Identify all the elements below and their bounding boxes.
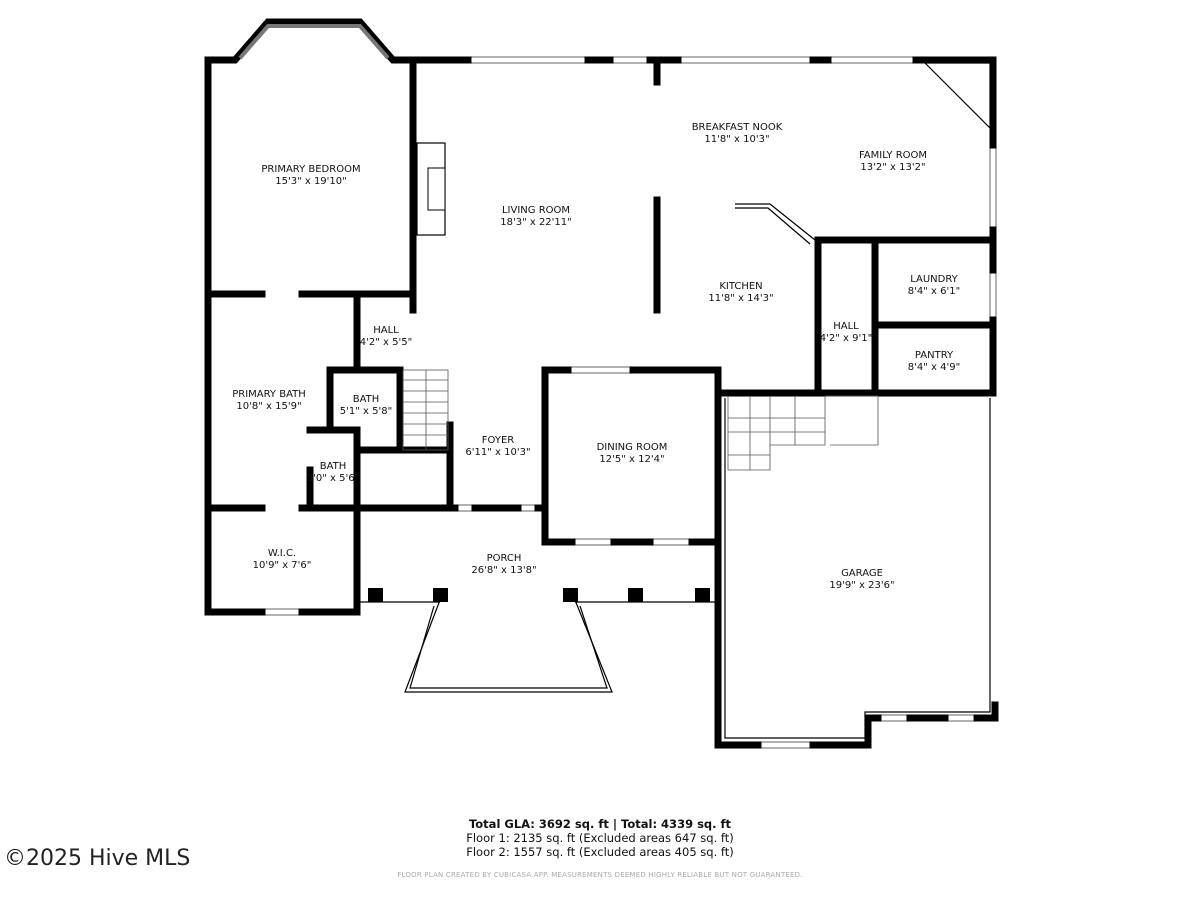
room-size-kitchen: 11'8" x 14'3" [708,293,773,304]
room-name-breakfast-nook: BREAKFAST NOOK [692,122,783,133]
room-name-foyer: FOYER [482,435,515,446]
room-name-laundry: LAUNDRY [910,274,958,285]
room-size-primary-bedroom: 15'3" x 19'10" [275,176,347,187]
room-size-primary-bath: 10'8" x 15'9" [236,401,301,412]
corner-fireplace [923,62,991,130]
room-size-living-room: 18'3" x 22'11" [500,217,572,228]
room-size-wic: 10'9" x 7'6" [253,560,312,571]
room-name-pantry: PANTRY [915,350,954,361]
watermark: ©2025 Hive MLS [4,846,191,871]
room-name-primary-bath: PRIMARY BATH [232,389,306,400]
porch [357,588,715,693]
room-size-bath: 3'0" x 5'6" [307,473,359,484]
room-name-garage: GARAGE [841,568,883,579]
room-size-hall: 4'2" x 9'1" [820,333,872,344]
kitchen-counter [735,203,816,241]
room-name-bath: BATH [320,461,347,472]
room-size-family-room: 13'2" x 13'2" [860,162,925,173]
room-size-dining-room: 12'5" x 12'4" [599,454,664,465]
room-size-laundry: 8'4" x 6'1" [908,286,960,297]
room-name-kitchen: KITCHEN [719,281,762,292]
room-name-hall: HALL [833,321,859,332]
room-name-primary-bedroom: PRIMARY BEDROOM [261,164,360,175]
room-size-pantry: 8'4" x 4'9" [908,362,960,373]
room-size-garage: 19'9" x 23'6" [829,580,894,591]
floor1-area: Floor 1: 2135 sq. ft (Excluded areas 647… [466,831,734,845]
room-name-hall: HALL [373,325,399,336]
room-size-hall: 4'2" x 5'5" [360,337,412,348]
floor2-area: Floor 2: 1557 sq. ft (Excluded areas 405… [466,845,734,859]
room-name-family-room: FAMILY ROOM [859,150,927,161]
windows [204,56,997,749]
total-area: Total GLA: 3692 sq. ft | Total: 4339 sq.… [468,817,732,831]
stairs [402,369,879,471]
room-size-porch: 26'8" x 13'8" [471,565,536,576]
disclaimer: FLOOR PLAN CREATED BY CUBICASA APP. MEAS… [397,871,803,879]
bay-window-wall [204,18,417,64]
room-name-bath: BATH [353,394,380,405]
room-labels: PRIMARY BEDROOM 15'3" x 19'10" LIVING RO… [232,122,960,591]
room-name-wic: W.I.C. [268,548,296,559]
room-size-foyer: 6'11" x 10'3" [465,447,530,458]
room-name-living-room: LIVING ROOM [502,205,570,216]
room-name-porch: PORCH [487,553,522,564]
walls [204,56,999,749]
room-size-bath: 5'1" x 5'8" [340,406,392,417]
room-name-dining-room: DINING ROOM [597,442,668,453]
room-size-breakfast-nook: 11'8" x 10'3" [704,134,769,145]
